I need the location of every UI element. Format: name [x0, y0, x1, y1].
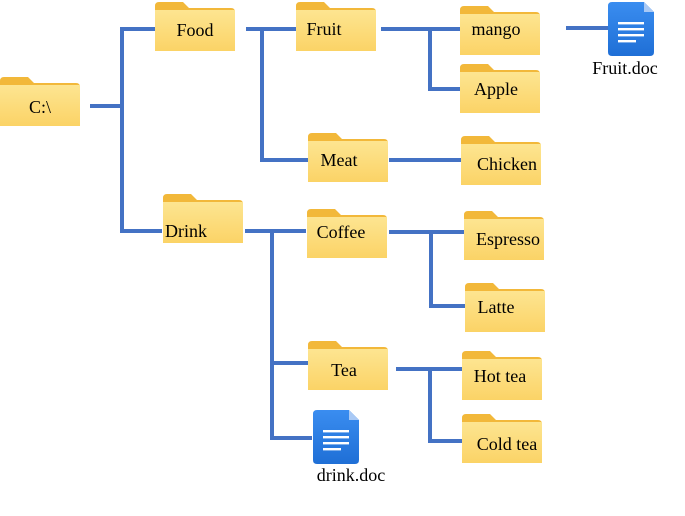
folder-hot-tea-label: Hot tea [474, 366, 526, 386]
folder-chicken-label: Chicken [477, 154, 537, 174]
folder-mango[interactable]: mango [460, 6, 540, 55]
folder-tea-label: Tea [331, 360, 357, 380]
folder-food-label: Food [176, 20, 213, 40]
document-icon [608, 2, 654, 56]
folder-chicken[interactable]: Chicken [461, 136, 541, 185]
folder-espresso-label: Espresso [476, 229, 540, 249]
folder-fruit-label: Fruit [306, 19, 341, 39]
folder-meat-label: Meat [321, 150, 358, 170]
folder-coffee[interactable]: Coffee [307, 209, 387, 258]
folder-root-label: C:\ [29, 97, 51, 117]
folder-food[interactable]: Food [155, 2, 235, 51]
folder-latte-label: Latte [478, 297, 515, 317]
folder-fruit[interactable]: Fruit [296, 2, 376, 51]
folder-espresso[interactable]: Espresso [464, 211, 544, 260]
connector-lines [90, 26, 608, 443]
folder-drink-label: Drink [165, 221, 207, 241]
folder-cold-tea[interactable]: Cold tea [462, 414, 542, 463]
folder-apple-label: Apple [474, 79, 518, 99]
folder-tea[interactable]: Tea [308, 341, 388, 390]
file-fruit-doc[interactable]: Fruit.doc [592, 2, 658, 78]
folder-meat[interactable]: Meat [308, 133, 388, 182]
folder-coffee-label: Coffee [317, 222, 366, 242]
folder-root[interactable]: C:\ [0, 77, 80, 126]
file-drink-doc[interactable]: drink.doc [313, 410, 385, 485]
file-fruit-doc-label: Fruit.doc [592, 58, 658, 78]
folder-hot-tea[interactable]: Hot tea [462, 351, 542, 400]
folder-drink[interactable]: Drink [163, 194, 243, 243]
file-drink-doc-label: drink.doc [317, 465, 385, 485]
folder-cold-tea-label: Cold tea [477, 434, 538, 454]
folder-latte[interactable]: Latte [465, 283, 545, 332]
document-icon [313, 410, 359, 464]
folder-apple[interactable]: Apple [460, 64, 540, 113]
folder-mango-label: mango [472, 19, 521, 39]
